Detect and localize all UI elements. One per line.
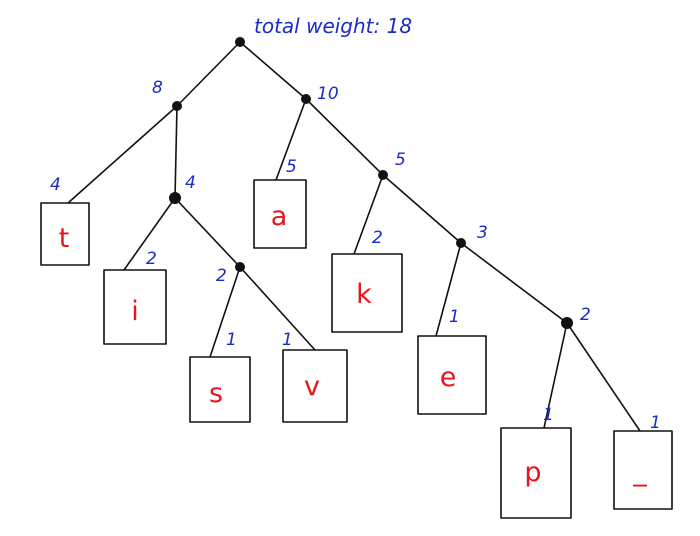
leaf-s: s 1 <box>189 330 251 423</box>
node-10 <box>301 94 311 104</box>
edge-n10-n5 <box>305 98 384 176</box>
leaf-v: v 1 <box>282 330 348 423</box>
leaf-weight-t: 4 <box>50 175 61 195</box>
internal-weights: 8 10 4 5 2 3 2 <box>152 78 591 325</box>
leaf-symbol-a: a <box>271 201 288 232</box>
edge-n8-t <box>67 105 178 204</box>
leaf-a: a 5 <box>253 157 307 249</box>
leaf-symbol-p: p <box>524 457 541 488</box>
leaf-underscore: _ 1 <box>613 413 673 510</box>
leaf-weight-e: 1 <box>449 307 460 327</box>
weight-label-2-right: 2 <box>580 305 591 325</box>
edge-n2b-p <box>543 322 568 429</box>
weight-label-5: 5 <box>395 150 406 170</box>
leaf-box-a <box>253 179 307 249</box>
node-4 <box>169 192 181 204</box>
edge-n10-a <box>275 98 307 181</box>
leaf-symbol-e: e <box>440 362 457 393</box>
leaf-box-k <box>331 253 403 333</box>
leaf-k: k 2 <box>331 228 403 333</box>
edge-n3-n2b <box>460 242 568 324</box>
leaf-weight-v: 1 <box>282 330 293 350</box>
leaf-t: t 4 <box>40 175 90 266</box>
leaf-weight-s: 1 <box>226 330 237 350</box>
edge-n2b-underscore <box>566 322 641 432</box>
node-root <box>235 37 245 47</box>
tree-edges <box>67 41 641 432</box>
leaf-e: e 1 <box>417 307 487 415</box>
node-8 <box>172 101 182 111</box>
node-2-left <box>235 262 245 272</box>
leaf-box-underscore <box>613 430 673 510</box>
internal-nodes <box>169 37 573 329</box>
leaf-box-p <box>500 427 572 519</box>
leaf-box-e <box>417 335 487 415</box>
weight-label-10: 10 <box>317 84 339 104</box>
leaf-weight-a: 5 <box>286 157 297 177</box>
edge-root-n8 <box>176 41 241 107</box>
edge-n5-k <box>353 174 384 255</box>
leaf-box-s <box>189 356 251 423</box>
leaf-symbol-v: v <box>304 371 320 402</box>
edge-root-n10 <box>239 41 307 100</box>
weight-label-2-left: 2 <box>216 266 227 286</box>
weight-label-4: 4 <box>185 173 196 193</box>
edge-n2a-s <box>209 266 241 358</box>
leaf-symbol-k: k <box>356 279 372 310</box>
node-2-right <box>561 317 573 329</box>
total-weight-title: total weight: 18 <box>254 14 412 38</box>
leaf-symbol-t: t <box>59 223 70 254</box>
edge-n3-e <box>435 242 462 337</box>
node-5 <box>378 170 388 180</box>
leaf-p: p 1 <box>500 405 572 519</box>
leaf-weight-i: 2 <box>146 249 157 269</box>
leaf-symbol-s: s <box>209 378 223 409</box>
edge-n4-n2a <box>174 197 241 268</box>
leaf-box-i <box>103 269 167 345</box>
weight-label-3: 3 <box>477 223 488 243</box>
leaf-box-t <box>40 202 90 266</box>
edge-n5-n3 <box>382 174 462 244</box>
leaf-box-v <box>282 349 348 423</box>
weight-label-8: 8 <box>152 78 163 98</box>
leaf-symbol-underscore: _ <box>632 456 647 487</box>
leaf-weight-p: 1 <box>543 405 554 425</box>
node-3 <box>456 238 466 248</box>
leaf-weight-underscore: 1 <box>650 413 661 433</box>
edge-n4-i <box>123 197 176 271</box>
leaf-weight-k: 2 <box>372 228 383 248</box>
edge-n8-n4 <box>174 105 178 199</box>
leaf-symbol-i: i <box>131 296 139 327</box>
edge-n2a-v <box>239 266 316 351</box>
leaf-i: i 2 <box>103 249 167 345</box>
